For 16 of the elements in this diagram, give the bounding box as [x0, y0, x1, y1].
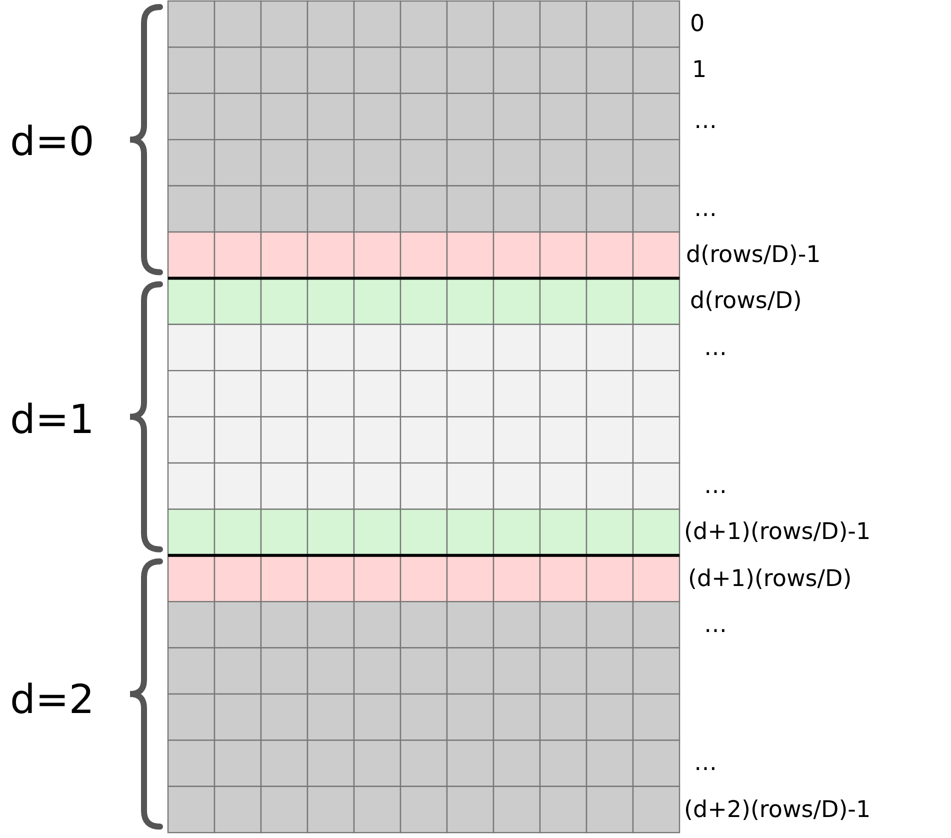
row-index-label: …	[704, 473, 727, 500]
row-index-label: …	[704, 612, 727, 638]
row-index-label: 1	[692, 57, 707, 84]
row-index-label: 0	[690, 11, 705, 38]
row-index-label: …	[694, 196, 717, 222]
group-label: d=1	[10, 397, 94, 443]
row-index-label: d(rows/D)-1	[686, 242, 821, 268]
row-index-label: d(rows/D)	[690, 288, 802, 314]
group-label: d=0	[10, 119, 94, 165]
row-index-label: …	[694, 108, 717, 134]
row-index-label: …	[694, 750, 717, 776]
group-label: d=2	[10, 677, 94, 723]
row-index-label: (d+1)(rows/D)	[688, 566, 852, 592]
row-index-label: …	[704, 334, 727, 360]
row-index-label: (d+1)(rows/D)-1	[684, 519, 871, 546]
row-index-label: (d+2)(rows/D)-1	[684, 796, 871, 822]
